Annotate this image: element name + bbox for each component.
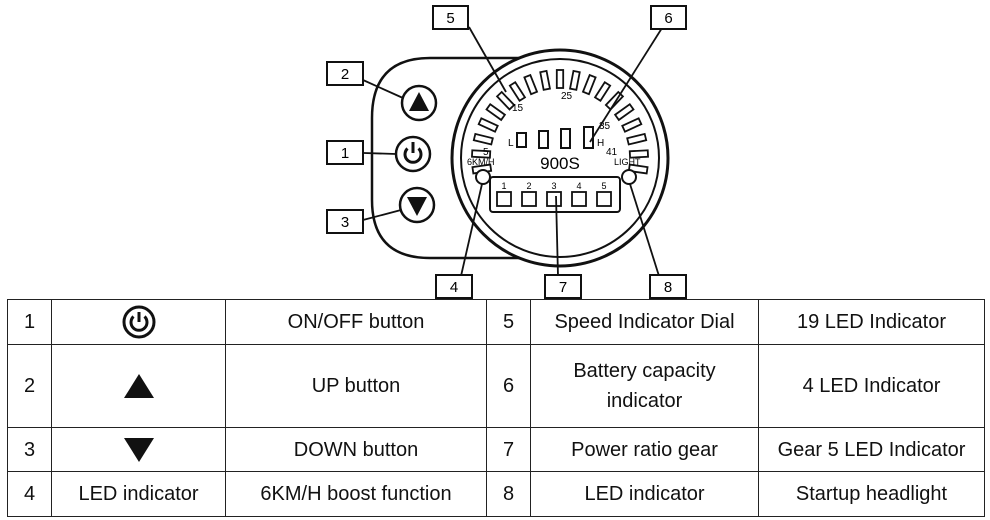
item-symbol [51, 344, 226, 428]
light-led-indicator [621, 169, 637, 185]
gear-number: 3 [551, 181, 556, 191]
item-number: 8 [486, 471, 531, 517]
gear-number: 5 [601, 181, 606, 191]
speed-led-segment [471, 149, 492, 159]
svg-text:8: 8 [664, 279, 672, 296]
svg-text:1: 1 [341, 145, 349, 162]
item-description: Startup headlight [758, 471, 985, 517]
speed-mark-5: 5 [483, 147, 489, 158]
speed-led-segment [485, 103, 507, 122]
item-name: UP button [225, 344, 487, 428]
item-symbol: LED indicator [51, 471, 226, 517]
item-number: 7 [486, 427, 531, 472]
speed-led-segment [495, 90, 516, 111]
item-name: Battery capacity indicator [530, 344, 759, 428]
item-name: Power ratio gear [530, 427, 759, 472]
battery-low-label: L [508, 138, 514, 149]
speed-led-segment [508, 80, 527, 103]
svg-text:4: 4 [450, 279, 458, 296]
speed-led-segment [627, 163, 649, 175]
item-number: 1 [7, 299, 52, 345]
callout-3: 3 [326, 209, 364, 234]
speed-led-segment [472, 132, 494, 146]
battery-led [516, 132, 527, 148]
speed-mark-15: 15 [512, 103, 524, 114]
item-name: DOWN button [225, 427, 487, 472]
item-name: 6KM/H boost function [225, 471, 487, 517]
item-number: 6 [486, 344, 531, 428]
speed-led-segment [628, 149, 649, 159]
model-label: 900S [540, 154, 580, 173]
speed-led-segment [539, 69, 551, 91]
power-icon [403, 147, 423, 164]
gear-led [546, 191, 562, 207]
callout-2: 2 [326, 61, 364, 86]
item-name: LED indicator [530, 471, 759, 517]
gear-led [496, 191, 512, 207]
item-name: ON/OFF button [225, 299, 487, 345]
device-housing [370, 56, 562, 260]
speed-led-segment [523, 73, 539, 96]
callout-8: 8 [649, 274, 687, 299]
svg-text:5: 5 [446, 10, 454, 27]
item-number: 3 [7, 427, 52, 472]
power-icon [122, 305, 155, 339]
item-number: 5 [486, 299, 531, 345]
svg-text:2: 2 [341, 66, 349, 83]
gear-led [521, 191, 537, 207]
svg-text:7: 7 [559, 279, 567, 296]
gear-number: 2 [526, 181, 531, 191]
spec-table: 1 ON/OFF button 5 Speed Indicator Dial 1… [7, 299, 985, 517]
gear-number: 4 [576, 181, 581, 191]
callout-6: 6 [650, 5, 687, 30]
battery-high-label: H [597, 138, 604, 149]
speed-mark-35: 35 [599, 121, 611, 132]
gear-number: 1 [501, 181, 506, 191]
speed-led-segment [626, 132, 648, 146]
speed-led-segment [555, 69, 565, 89]
item-description: 19 LED Indicator [758, 299, 985, 345]
callout-4: 4 [435, 274, 473, 299]
triangle-up-icon [123, 374, 154, 398]
table-row: 4 LED indicator 6KM/H boost function 8 L… [7, 471, 985, 517]
speed-led-segment [581, 73, 597, 96]
item-number: 4 [7, 471, 52, 517]
item-description: 4 LED Indicator [758, 344, 985, 428]
boost-led-indicator [475, 169, 491, 185]
callout-7: 7 [544, 274, 582, 299]
svg-text:6: 6 [664, 10, 672, 27]
battery-led [560, 128, 571, 149]
display-screen [460, 58, 660, 258]
speed-led-segment [477, 117, 499, 133]
gear-leds: 1 2 3 4 5 [496, 181, 612, 207]
table-row: 3 DOWN button 7 Power ratio gear Gear 5 … [7, 427, 985, 472]
speed-led-segment [569, 69, 581, 91]
item-symbol [51, 427, 226, 472]
gear-led [571, 191, 587, 207]
item-number: 2 [7, 344, 52, 428]
down-arrow-icon [407, 197, 427, 216]
table-row: 2 UP button 6 Battery capacity indicator… [7, 344, 985, 428]
up-arrow-icon [409, 92, 429, 111]
item-symbol [51, 299, 226, 345]
boost-label: 6KM/H [467, 157, 495, 167]
item-name: Speed Indicator Dial [530, 299, 759, 345]
speed-dial-leds [471, 69, 649, 175]
speed-led-segment [621, 117, 643, 133]
callout-1: 1 [326, 140, 364, 165]
speed-mark-25: 25 [561, 91, 573, 102]
triangle-down-icon [123, 437, 154, 462]
battery-led [538, 130, 549, 149]
table-row: 1 ON/OFF button 5 Speed Indicator Dial 1… [7, 299, 985, 345]
speed-led-segment [613, 103, 635, 122]
svg-text:3: 3 [341, 214, 349, 231]
item-description: Gear 5 LED Indicator [758, 427, 985, 472]
callout-5: 5 [432, 5, 469, 30]
speed-mark-41: 41 [606, 147, 618, 158]
gear-led [596, 191, 612, 207]
light-label: LIGHT [614, 157, 641, 167]
speed-led-segment [593, 80, 612, 103]
